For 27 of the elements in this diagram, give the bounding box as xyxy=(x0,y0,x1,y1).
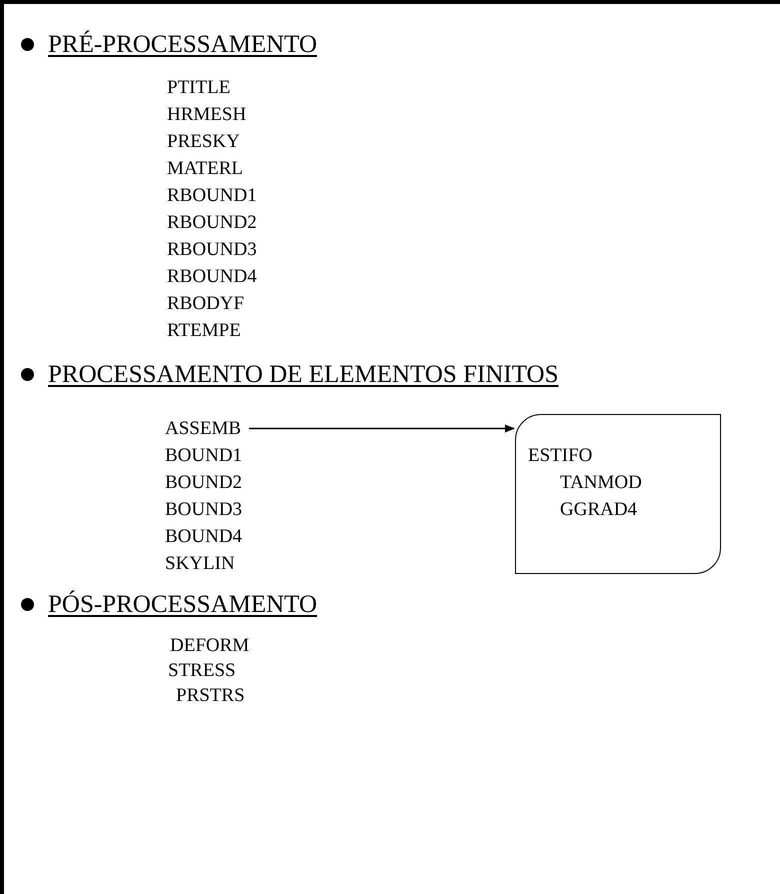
list-item: PTITLE xyxy=(167,78,230,97)
list-item: RBOUND4 xyxy=(167,267,257,286)
list-item: PRESKY xyxy=(167,132,240,151)
box-text: TANMOD xyxy=(560,473,642,492)
list-item: RBOUND2 xyxy=(167,213,257,232)
list-item: BOUND2 xyxy=(165,473,242,492)
list-item: BOUND4 xyxy=(165,527,242,546)
list-item: RBOUND1 xyxy=(167,186,257,205)
list-item: BOUND1 xyxy=(165,446,242,465)
box-text: GGRAD4 xyxy=(560,500,638,519)
list-item: RBODYF xyxy=(167,294,244,313)
list-item: RTEMPE xyxy=(167,321,241,340)
list-item: STRESS xyxy=(168,661,236,680)
list-item: MATERL xyxy=(167,159,243,178)
rounded-box xyxy=(515,414,721,574)
box-text: ESTIFO xyxy=(528,446,592,465)
list-item: HRMESH xyxy=(167,105,246,124)
arrow xyxy=(249,424,515,432)
list-item: ASSEMB xyxy=(165,419,242,438)
section-heading: PRÉ-PROCESSAMENTO xyxy=(48,32,318,57)
section-heading: PÓS-PROCESSAMENTO xyxy=(48,592,318,617)
list-item: RBOUND3 xyxy=(167,240,257,259)
section-heading: PROCESSAMENTO DE ELEMENTOS FINITOS xyxy=(48,362,558,387)
list-item: BOUND3 xyxy=(165,500,242,519)
list-item: DEFORM xyxy=(170,636,250,655)
list-item: SKYLIN xyxy=(165,554,235,573)
list-item: PRSTRS xyxy=(176,686,245,705)
